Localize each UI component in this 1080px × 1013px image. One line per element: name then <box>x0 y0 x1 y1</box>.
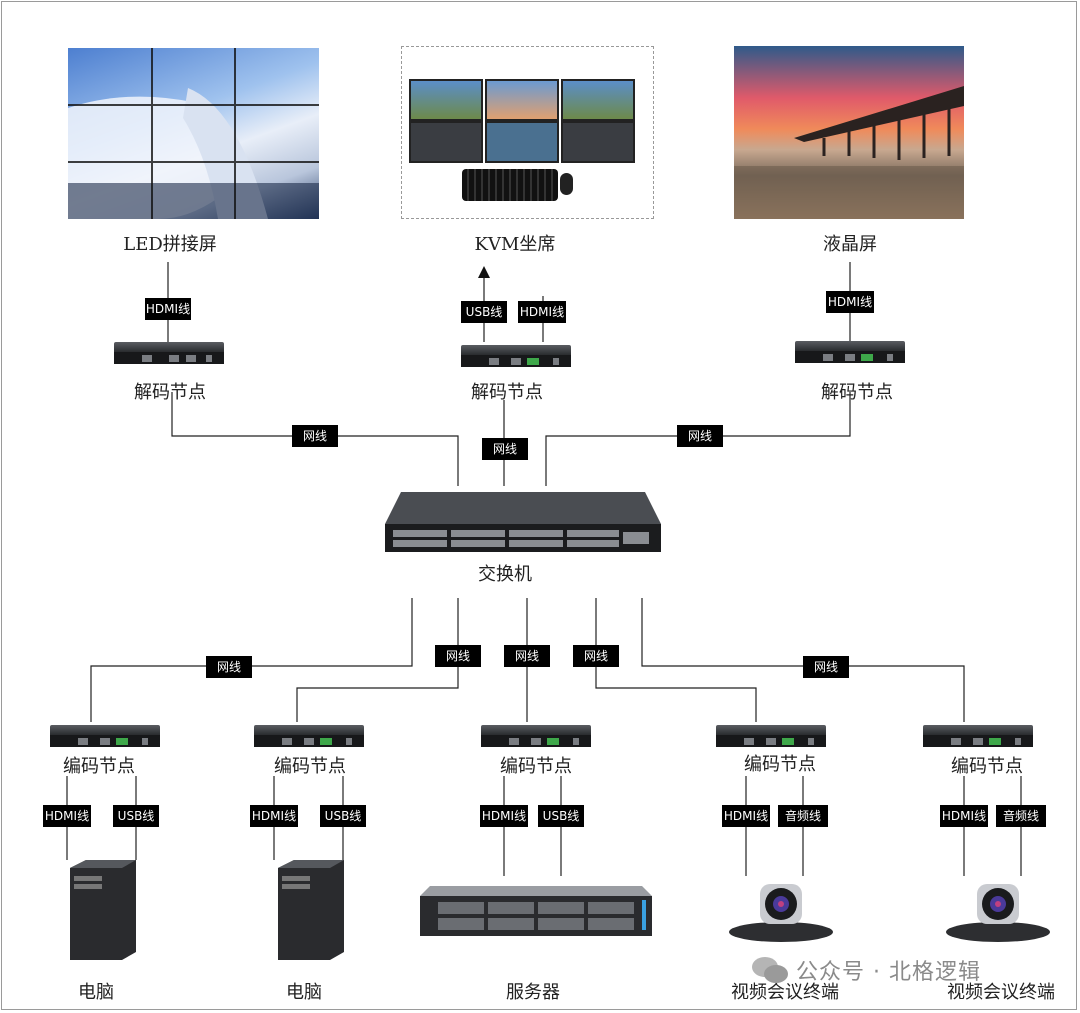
encoder-node-device <box>923 725 1033 747</box>
cable-tag-network: 网线 <box>803 656 849 678</box>
cable-tag-audio: 音频线 <box>778 805 828 827</box>
led-wall-image <box>68 48 319 219</box>
cable-tag-hdmi: HDMI线 <box>480 805 528 827</box>
encoder-node-device <box>254 725 364 747</box>
led-wall-label: LED拼接屏 <box>123 234 217 255</box>
kvm-seat-label: KVM坐席 <box>474 234 556 255</box>
monitor-icon <box>561 121 635 163</box>
watermark-text: 公众号 · 北格逻辑 <box>796 960 981 985</box>
cable-tag-network: 网线 <box>677 425 723 447</box>
decoder-node-device <box>795 341 905 363</box>
pc-label: 电脑 <box>286 982 322 1003</box>
network-switch-device <box>385 492 661 552</box>
cable-tag-network: 网线 <box>435 645 481 667</box>
cable-tag-hdmi: HDMI线 <box>250 805 298 827</box>
decoder-node-device <box>461 345 571 367</box>
cable-tag-hdmi: HDMI线 <box>518 301 566 323</box>
cable-tag-network: 网线 <box>504 645 550 667</box>
server-rack-icon <box>420 886 652 936</box>
encoder-node-label: 编码节点 <box>500 756 572 777</box>
monitor-icon <box>485 79 559 121</box>
decoder-node-device <box>114 342 224 364</box>
encoder-node-device <box>716 725 826 747</box>
cable-tag-hdmi: HDMI线 <box>145 298 191 320</box>
cable-tag-usb: USB线 <box>461 301 507 323</box>
server-label: 服务器 <box>506 982 560 1003</box>
pc-tower-icon <box>278 860 344 960</box>
encoder-node-label: 编码节点 <box>274 756 346 777</box>
monitor-icon <box>561 79 635 121</box>
mouse-icon <box>560 173 573 195</box>
conference-terminal-label: 视频会议终端 <box>947 982 1055 1003</box>
encoder-node-device <box>481 725 591 747</box>
cable-tag-network: 网线 <box>206 656 252 678</box>
encoder-node-label: 编码节点 <box>63 756 135 777</box>
cable-tag-audio: 音频线 <box>996 805 1046 827</box>
pc-tower-icon <box>70 860 136 960</box>
encoder-node-device <box>50 725 160 747</box>
decoder-node-label: 解码节点 <box>821 382 893 403</box>
keyboard-icon <box>462 169 558 201</box>
conference-terminal-label: 视频会议终端 <box>731 982 839 1003</box>
cable-tag-hdmi: HDMI线 <box>43 805 91 827</box>
lcd-screen-image <box>734 46 964 219</box>
cable-tag-usb: USB线 <box>113 805 159 827</box>
cable-tag-hdmi: HDMI线 <box>940 805 988 827</box>
monitor-icon <box>485 121 559 163</box>
cable-tag-usb: USB线 <box>320 805 366 827</box>
switch-label: 交换机 <box>478 564 532 585</box>
cable-tag-usb: USB线 <box>538 805 584 827</box>
decoder-node-label: 解码节点 <box>134 382 206 403</box>
cable-tag-hdmi: HDMI线 <box>826 291 874 313</box>
conference-camera-icon <box>729 884 833 942</box>
decoder-node-label: 解码节点 <box>471 382 543 403</box>
monitor-icon <box>409 121 483 163</box>
cable-tag-network: 网线 <box>482 438 528 460</box>
cable-tag-network: 网线 <box>573 645 619 667</box>
kvm-seat-box <box>401 46 654 219</box>
cable-tag-network: 网线 <box>292 425 338 447</box>
conference-camera-icon <box>946 884 1050 942</box>
encoder-node-label: 编码节点 <box>744 754 816 775</box>
pc-label: 电脑 <box>78 982 114 1003</box>
encoder-node-label: 编码节点 <box>951 756 1023 777</box>
cable-tag-hdmi: HDMI线 <box>722 805 770 827</box>
monitor-icon <box>409 79 483 121</box>
wechat-icon <box>752 957 788 985</box>
lcd-screen-label: 液晶屏 <box>823 234 877 255</box>
